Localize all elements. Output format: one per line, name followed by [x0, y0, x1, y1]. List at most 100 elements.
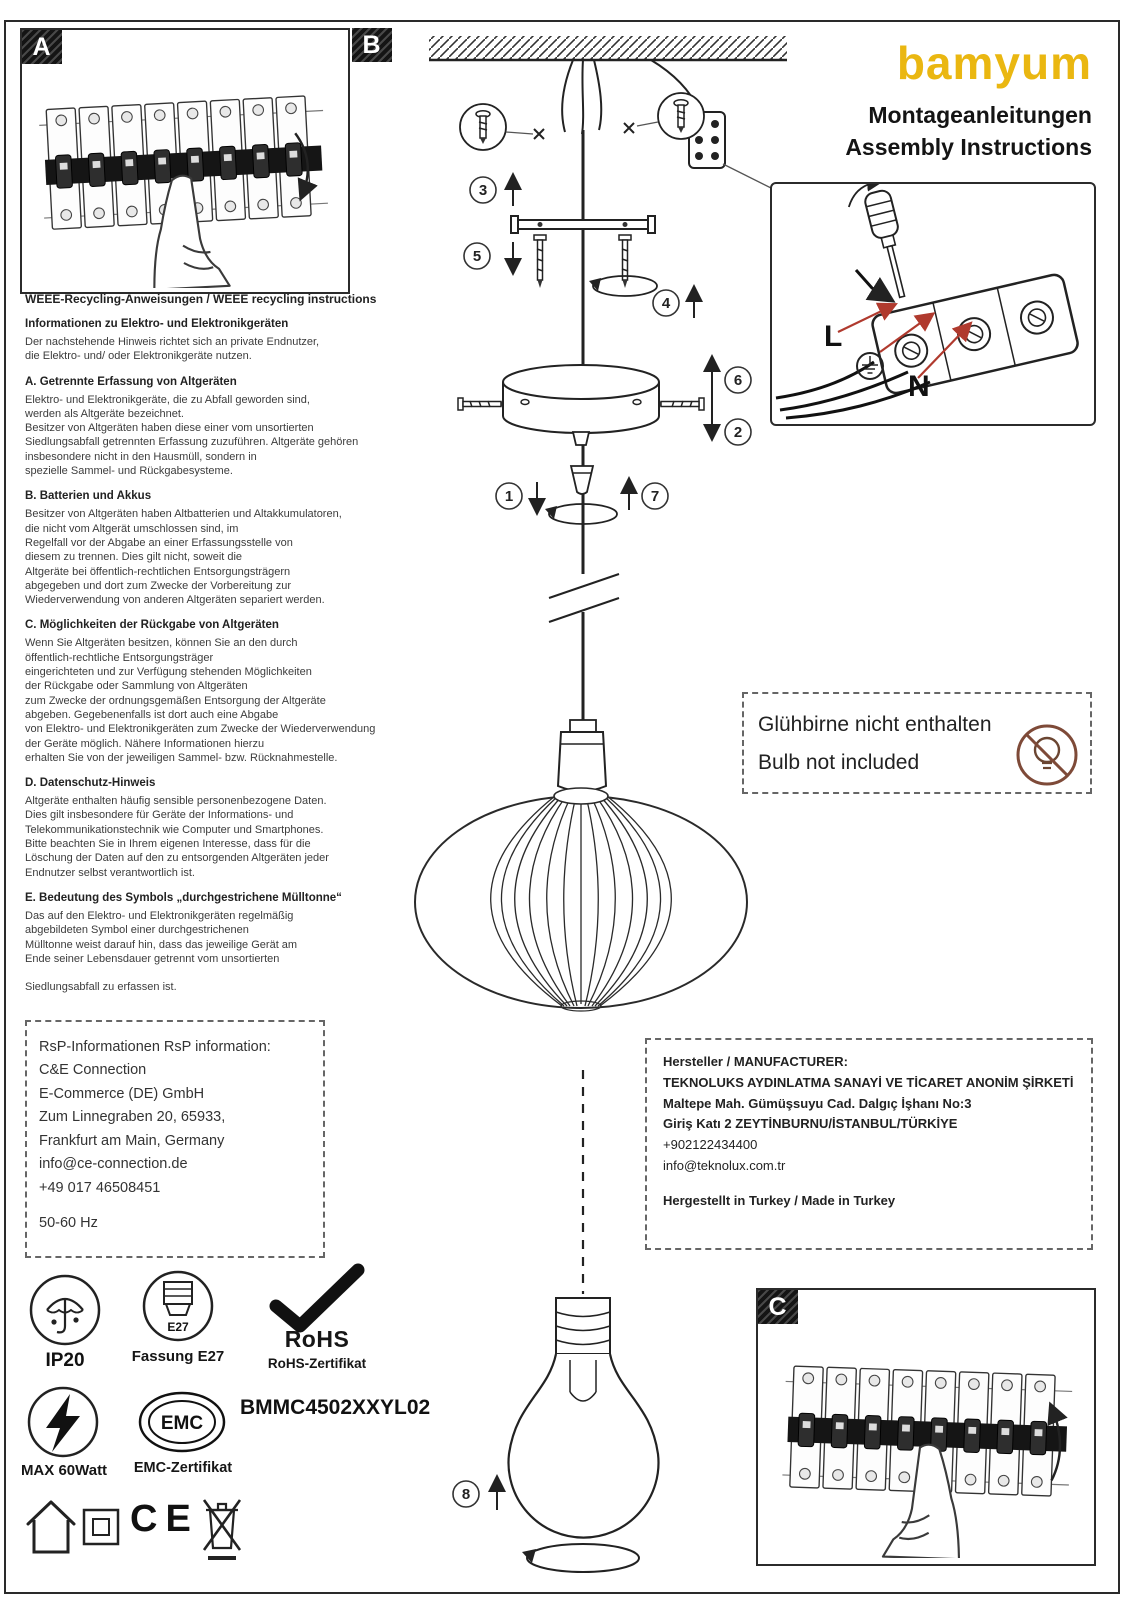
- cord-grip: [569, 465, 595, 495]
- wire-routing-arrow: [917, 321, 973, 379]
- wiring-detail-inset: L N: [770, 175, 1096, 426]
- break-mark: [548, 573, 620, 599]
- manufacturer-line: Maltepe Mah. Gümüşsuyu Cad. Dalgıç İşhan…: [663, 1095, 972, 1111]
- manufacturer-line: Hersteller / MANUFACTURER:: [663, 1054, 848, 1069]
- ce-mark: CE: [130, 1498, 199, 1540]
- max-wattage-label: MAX 60Watt: [20, 1462, 108, 1479]
- mounting-screw-left: [533, 234, 547, 288]
- svg-text:1: 1: [505, 488, 513, 505]
- rsp-information-box: RsP-Informationen RsP information: C&E C…: [25, 1020, 325, 1258]
- weee-title: WEEE-Recycling-Anweisungen / WEEE recycl…: [25, 292, 377, 306]
- brand-logo: bamyum: [896, 37, 1092, 89]
- weee-bin-icon: [202, 1499, 242, 1560]
- bulb-note-de: Glühbirne nicht enthalten: [758, 713, 992, 736]
- manufacturer-phone: +902122434400: [663, 1137, 758, 1153]
- ip20-icon: IP20: [29, 1274, 101, 1371]
- terminal-strip: [871, 273, 1079, 395]
- max-wattage-icon: [27, 1386, 99, 1458]
- panel-c-letter: C: [768, 1292, 788, 1321]
- ceiling-canopy: [502, 364, 660, 446]
- down-arrow-icon: [294, 132, 318, 202]
- weee-body-b: Besitzer von Altgeräten haben Altbatteri…: [25, 508, 342, 607]
- drill-mark-icon: [533, 128, 545, 140]
- socket-caption: Fassung E27: [131, 1348, 225, 1365]
- line-label: L: [824, 320, 842, 353]
- svg-text:3: 3: [479, 182, 487, 199]
- weee-body-info: Der nachstehende Hinweis richtet sich an…: [25, 336, 320, 363]
- circuit-breaker-illustration-a: [39, 95, 328, 288]
- svg-text:4: 4: [662, 295, 671, 312]
- weee-body-e: Das auf den Elektro- und Elektronikgerät…: [25, 909, 298, 994]
- break-mark: [548, 597, 620, 623]
- double-insulation-icon: [82, 1508, 120, 1546]
- pointing-hand: [881, 1443, 961, 1558]
- weee-recycling-text: WEEE-Recycling-Anweisungen / WEEE recycl…: [25, 292, 423, 995]
- mounting-screw-right: [618, 234, 632, 288]
- panel-a-letter: A: [32, 32, 52, 61]
- weee-heading-c: C. Möglichkeiten der Rückgabe von Altger…: [25, 619, 279, 632]
- subtitle-en: Assembly Instructions: [845, 134, 1092, 160]
- emc-icon: EMC: [138, 1391, 226, 1453]
- lamp-shade: [414, 787, 748, 1012]
- house-icon: [26, 1500, 76, 1554]
- weee-body-a: Elektro- und Elektronikgeräte, die zu Ab…: [25, 393, 359, 478]
- subtitle-de: Montageanleitungen: [868, 102, 1092, 128]
- weee-heading-e: E. Bedeutung des Symbols „durchgestriche…: [25, 891, 342, 904]
- light-bulb: [507, 1297, 660, 1539]
- drill-mark-icon: [623, 122, 635, 134]
- weee-body-d: Altgeräte enthalten häufig sensible pers…: [25, 795, 329, 879]
- manufacturer-line: Giriş Katı 2 ZEYTİNBURNU/İSTANBUL/TÜRKİY…: [663, 1116, 958, 1132]
- rsp-line: Zum Linnegraben 20, 65933,: [39, 1109, 226, 1126]
- anchor-callout-left: [459, 103, 545, 151]
- manufacturer-box: Hersteller / MANUFACTURER: TEKNOLUKS AYD…: [645, 1038, 1093, 1250]
- pointing-hand: [153, 174, 231, 288]
- terminal-wiring-illustration: L N: [775, 175, 1079, 420]
- svg-text:7: 7: [651, 488, 659, 505]
- emc-caption: EMC-Zertifikat: [133, 1460, 233, 1476]
- manufacturer-origin: Hergestellt in Turkey / Made in Turkey: [663, 1192, 896, 1208]
- step-5-badge: 5: [463, 242, 522, 276]
- panel-a-label: A: [22, 30, 62, 64]
- bulb-not-included-note: Glühbirne nicht enthalten Bulb not inclu…: [742, 692, 1092, 794]
- step-7-badge: 7: [620, 476, 669, 510]
- page-frame: [4, 20, 1120, 1594]
- bulb-install-diagram: 8: [452, 1070, 660, 1573]
- earth-symbol-icon: [856, 352, 884, 380]
- svg-text:6: 6: [734, 372, 742, 389]
- panel-b-letter: B: [362, 30, 382, 59]
- pendant-lamp-assembly-diagram: 3 5: [414, 36, 788, 1012]
- circuit-breaker-illustration-c: [782, 1365, 1073, 1558]
- svg-text:2: 2: [734, 424, 742, 441]
- no-bulb-icon: [1016, 724, 1078, 786]
- weee-heading-a: A. Getrennte Erfassung von Altgeräten: [25, 375, 237, 388]
- rsp-line: Frankfurt am Main, Germany: [39, 1132, 225, 1149]
- manufacturer-line: TEKNOLUKS AYDINLATMA SANAYİ VE TİCARET A…: [663, 1074, 1074, 1090]
- rsp-line: RsP-Informationen RsP information:: [39, 1039, 271, 1055]
- press-arrow-icon: [854, 269, 896, 303]
- canopy-screw-left: [457, 397, 509, 411]
- lamp-socket: [556, 719, 608, 792]
- rotate-arrow-icon: [589, 275, 658, 297]
- rohs-title: RoHS: [284, 1326, 350, 1352]
- rsp-line: C&E Connection: [39, 1062, 147, 1079]
- svg-text:5: 5: [473, 248, 481, 265]
- supply-wires: [775, 360, 931, 420]
- bulb-note-en: Bulb not included: [758, 750, 920, 774]
- manufacturer-email: info@teknolux.com.tr: [663, 1157, 786, 1173]
- rotate-arrow-icon: [545, 503, 618, 525]
- wire-routing-arrow: [879, 312, 936, 353]
- weee-heading-d: D. Datenschutz-Hinweis: [25, 777, 156, 790]
- step-1-badge: 1: [495, 482, 546, 516]
- screwdriver-icon: [847, 175, 906, 299]
- panel-c: C: [756, 1288, 1096, 1566]
- weee-heading-b: B. Batterien und Akkus: [25, 490, 152, 503]
- step-4-badge: 4: [652, 284, 703, 318]
- ip-rating-label: IP20: [45, 1350, 84, 1371]
- e27-socket-icon: E27: [142, 1270, 214, 1342]
- product-code: BMMC4502XXYL02: [240, 1396, 431, 1419]
- rsp-line: +49 017 46508451: [39, 1179, 161, 1196]
- rsp-frequency: 50-60 Hz: [39, 1215, 98, 1232]
- step-8-badge: 8: [452, 1474, 506, 1510]
- step-3-badge: 3: [469, 172, 522, 206]
